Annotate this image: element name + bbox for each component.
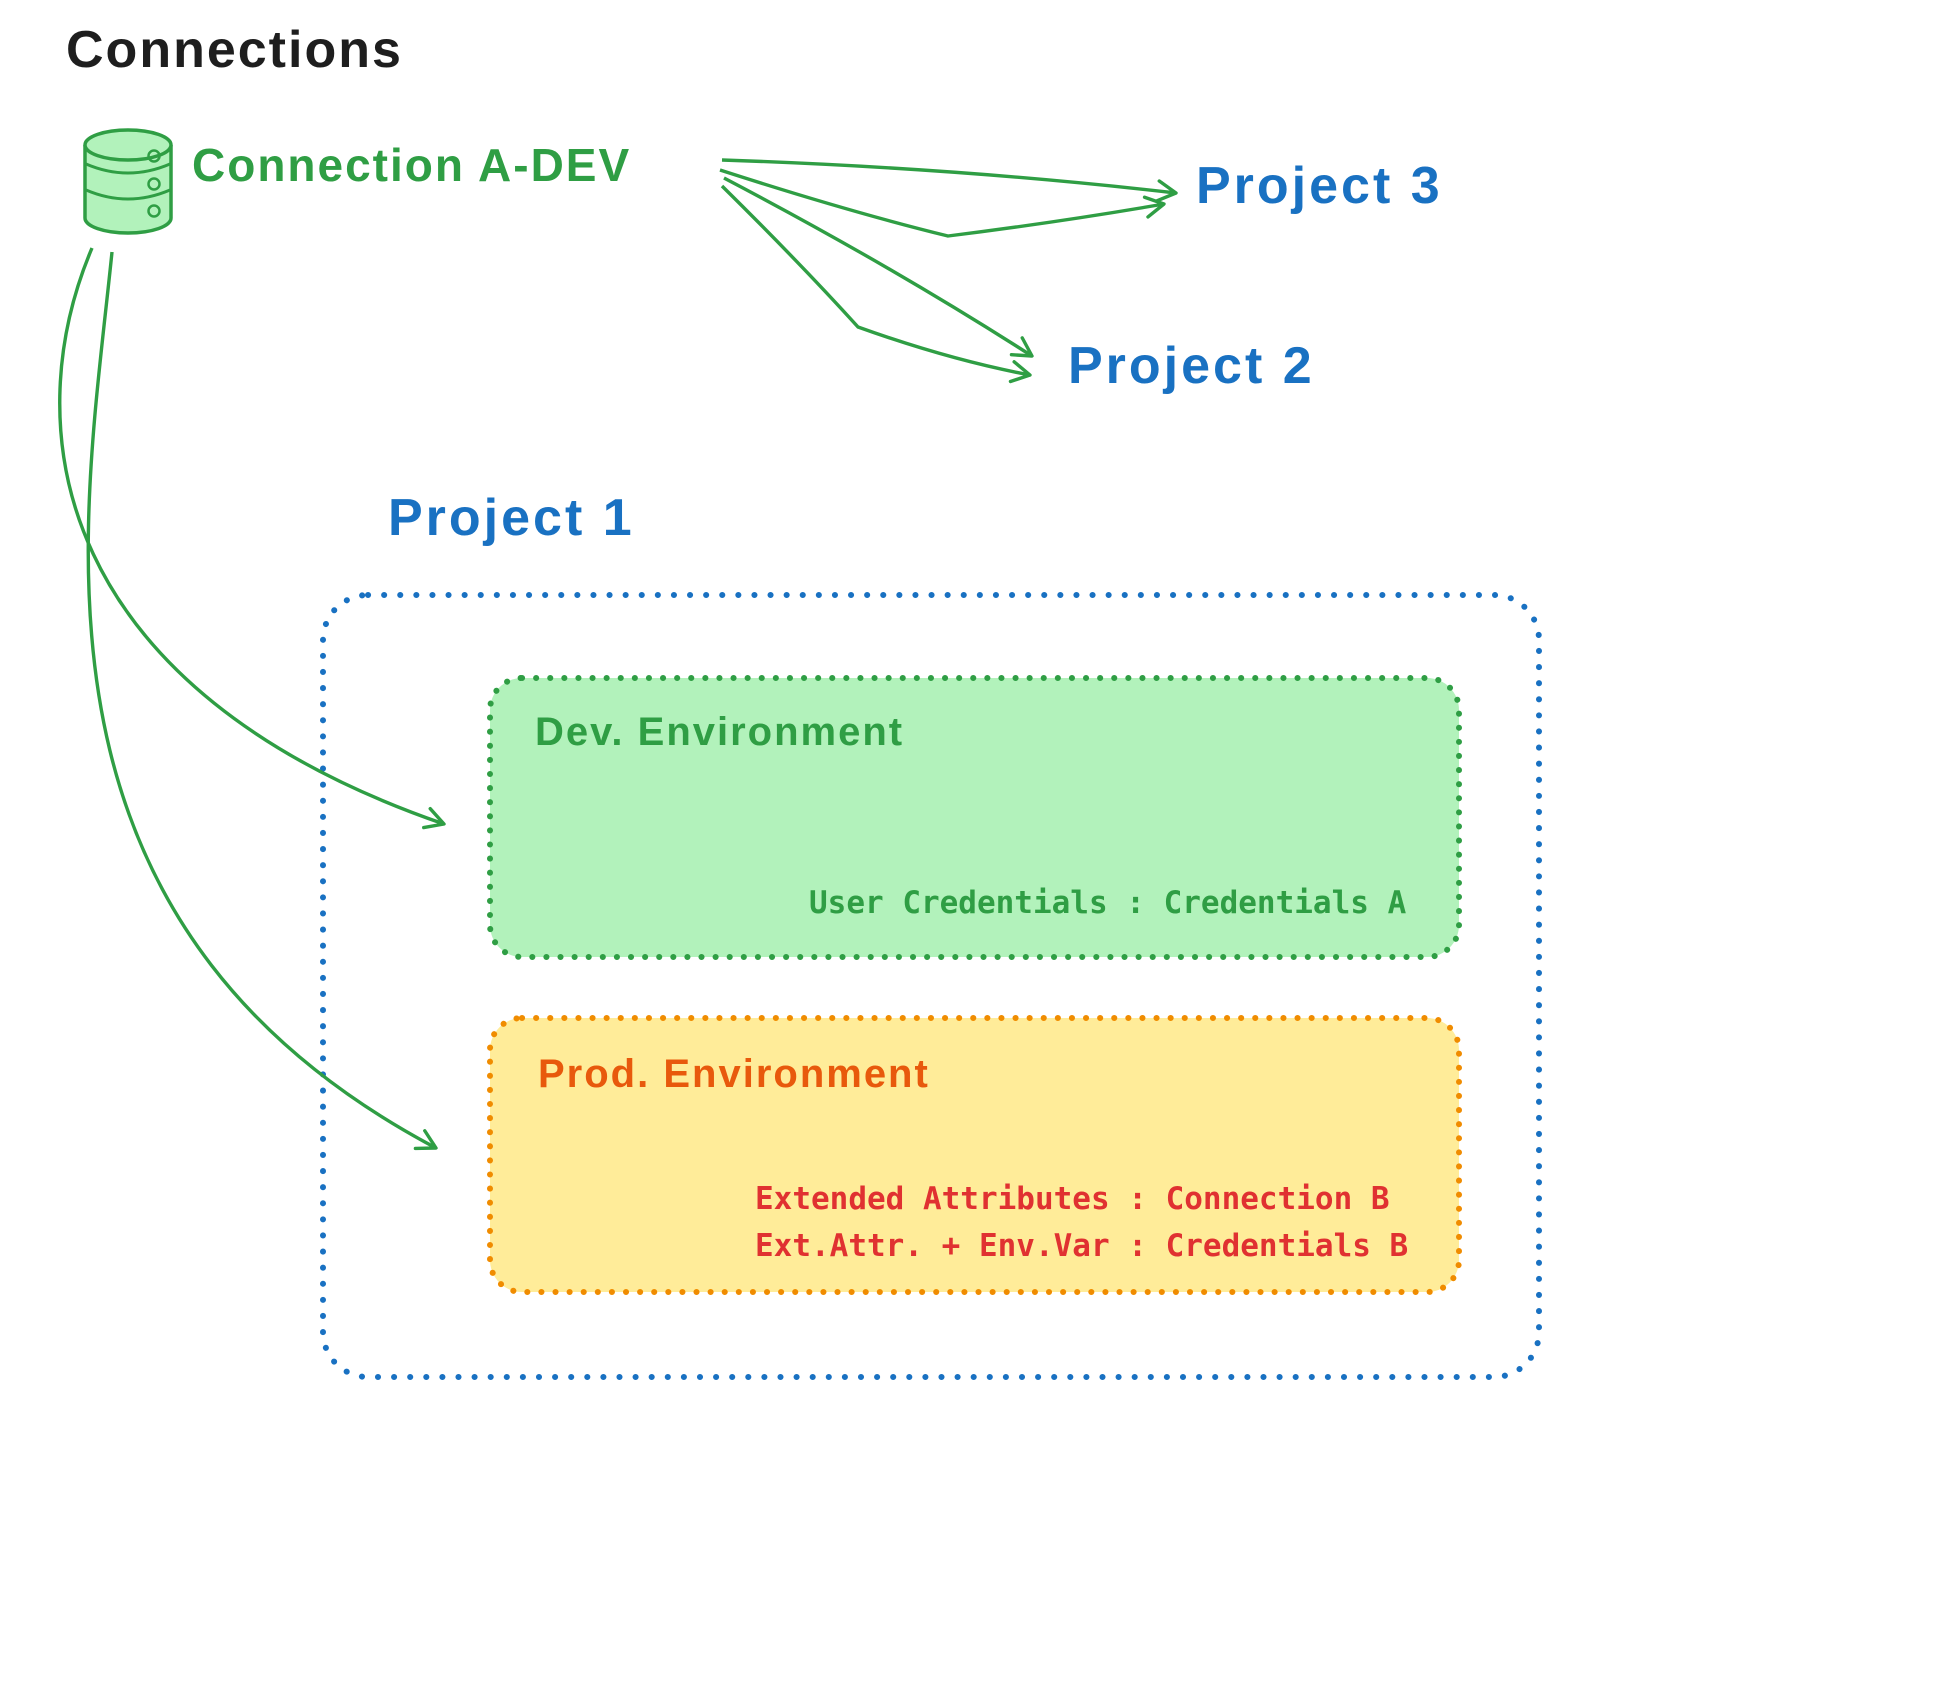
prod-attributes-line2: Ext.Attr. + Env.Var : Credentials B bbox=[755, 1228, 1409, 1264]
arrow-connection-to-project2-a bbox=[723, 176, 1034, 358]
dev-environment-box: Dev. Environment User Credentials : Cred… bbox=[490, 678, 1459, 957]
prod-environment-title: Prod. Environment bbox=[538, 1052, 930, 1096]
project-1-label: Project 1 bbox=[388, 489, 635, 547]
project-3-label: Project 3 bbox=[1196, 157, 1443, 215]
connection-a-dev-label: Connection A-DEV bbox=[192, 139, 632, 191]
prod-attributes-text: Extended Attributes : Connection B Ext.A… bbox=[755, 1176, 1408, 1270]
arrow-connection-to-project2-b bbox=[720, 184, 1032, 384]
database-icon bbox=[83, 128, 173, 235]
arrow-connection-to-project3-a bbox=[721, 158, 1178, 203]
page-title: Connections bbox=[66, 21, 403, 79]
arrow-connection-to-project3-b bbox=[719, 168, 1166, 238]
dev-environment-title: Dev. Environment bbox=[535, 710, 905, 754]
project-2-label: Project 2 bbox=[1068, 337, 1315, 395]
prod-attributes-line1: Extended Attributes : Connection B bbox=[755, 1181, 1390, 1217]
dev-credentials-text: User Credentials : Credentials A bbox=[809, 885, 1407, 921]
prod-environment-box: Prod. Environment Extended Attributes : … bbox=[490, 1018, 1459, 1292]
